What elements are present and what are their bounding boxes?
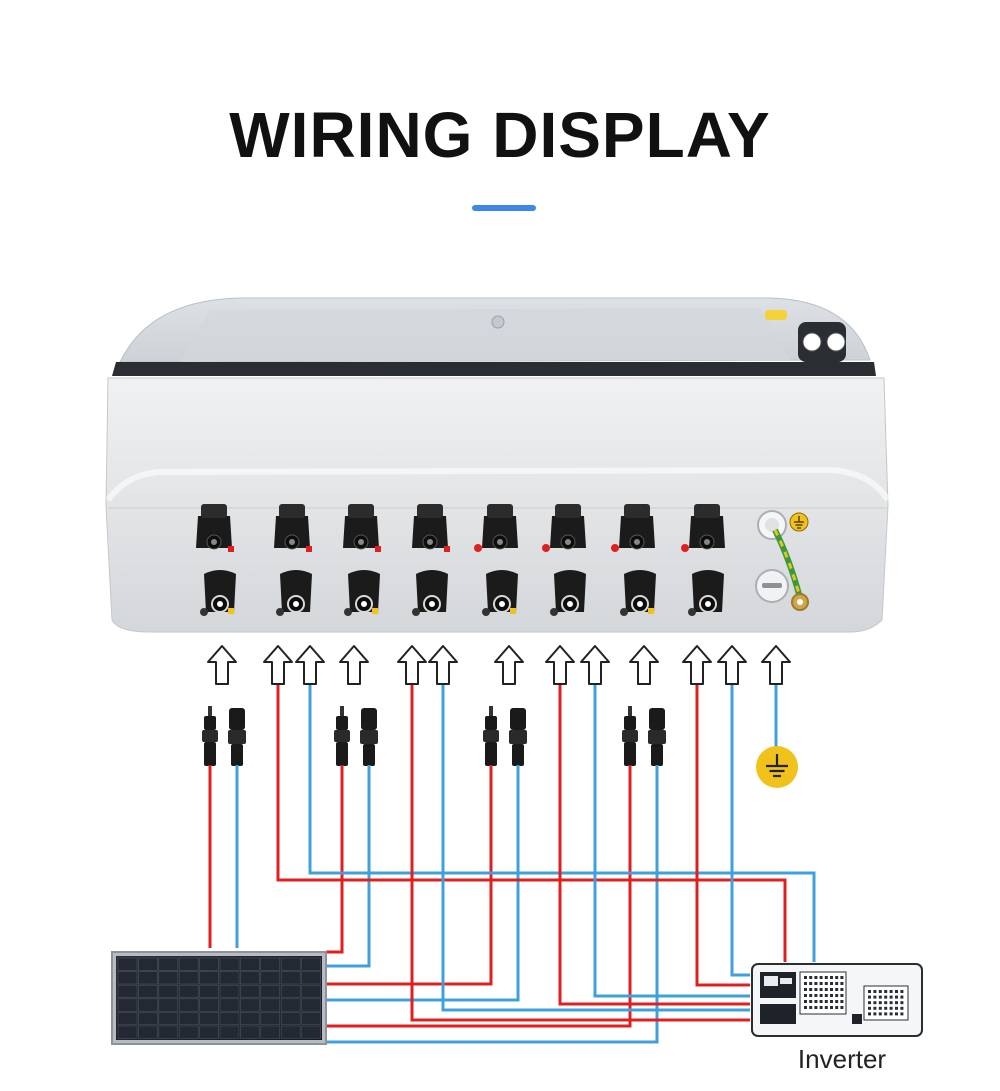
mc4-male-connector-icon bbox=[334, 706, 350, 766]
top-terminal-icon bbox=[474, 504, 518, 552]
top-terminal-icon bbox=[542, 504, 586, 552]
wire-pv4-negative bbox=[326, 765, 659, 1044]
wire-pv2-positive bbox=[326, 765, 344, 954]
arrow-row bbox=[207, 645, 791, 685]
wire-in4-negative bbox=[730, 685, 750, 977]
blanking-plug-icon bbox=[755, 569, 789, 603]
mc4-male-connector-icon bbox=[483, 706, 499, 766]
connector-pairs bbox=[202, 706, 666, 766]
wire-pv3-positive bbox=[326, 765, 493, 986]
terminal-panel bbox=[196, 504, 725, 616]
top-terminal-icon bbox=[412, 504, 450, 552]
page-title: WIRING DISPLAY bbox=[229, 99, 771, 171]
up-arrow-icon bbox=[263, 645, 293, 685]
up-arrow-icon bbox=[682, 645, 712, 685]
up-arrow-icon bbox=[717, 645, 747, 685]
up-arrow-icon bbox=[545, 645, 575, 685]
inverter-icon bbox=[751, 963, 923, 1037]
mc4-male-connector-icon bbox=[202, 706, 218, 766]
top-terminal-icon bbox=[611, 504, 655, 552]
wire-in2-positive bbox=[410, 685, 750, 1022]
bottom-terminal-icon bbox=[550, 570, 586, 616]
title-underline bbox=[472, 205, 536, 211]
up-arrow-icon bbox=[397, 645, 427, 685]
bottom-terminal-icon bbox=[344, 570, 380, 616]
up-arrow-icon bbox=[207, 645, 237, 685]
up-arrow-icon bbox=[295, 645, 325, 685]
solar-panel-icon bbox=[111, 951, 327, 1045]
up-arrow-icon bbox=[629, 645, 659, 685]
inverter-label: Inverter bbox=[797, 1044, 887, 1074]
bottom-terminal-icon bbox=[620, 570, 656, 616]
mc4-female-connector-icon bbox=[228, 708, 246, 766]
wire-in2-negative bbox=[441, 685, 750, 1012]
bottom-terminal-icon bbox=[200, 570, 236, 616]
wire-pv3-negative bbox=[326, 765, 520, 1002]
mc4-female-connector-icon bbox=[360, 708, 378, 766]
up-arrow-icon bbox=[761, 645, 791, 685]
ground-badge-icon bbox=[789, 512, 809, 532]
mc4-female-connector-icon bbox=[648, 708, 666, 766]
wire-in1-negative bbox=[308, 685, 816, 962]
cable-gland-icon bbox=[757, 510, 809, 611]
bottom-terminal-icon bbox=[276, 570, 312, 616]
wire-in4-positive bbox=[695, 685, 750, 987]
up-arrow-icon bbox=[580, 645, 610, 685]
bottom-terminal-icon bbox=[482, 570, 518, 616]
wire-in3-negative bbox=[593, 685, 750, 998]
top-terminal-icon bbox=[681, 504, 725, 552]
up-arrow-icon bbox=[428, 645, 458, 685]
bottom-terminal-icon bbox=[412, 570, 448, 616]
up-arrow-icon bbox=[339, 645, 369, 685]
ground-symbol-icon bbox=[756, 746, 798, 788]
wire-pv2-negative bbox=[326, 765, 371, 968]
top-terminal-icon bbox=[343, 504, 381, 552]
mc4-male-connector-icon bbox=[622, 706, 638, 766]
up-arrow-icon bbox=[494, 645, 524, 685]
wire-in3-positive bbox=[558, 685, 750, 1006]
top-terminal-icon bbox=[196, 504, 234, 552]
wire-in1-positive bbox=[276, 685, 787, 962]
bottom-terminal-icon bbox=[688, 570, 724, 616]
wire-pv4-positive bbox=[326, 765, 632, 1028]
top-terminal-icon bbox=[274, 504, 312, 552]
mc4-female-connector-icon bbox=[509, 708, 527, 766]
